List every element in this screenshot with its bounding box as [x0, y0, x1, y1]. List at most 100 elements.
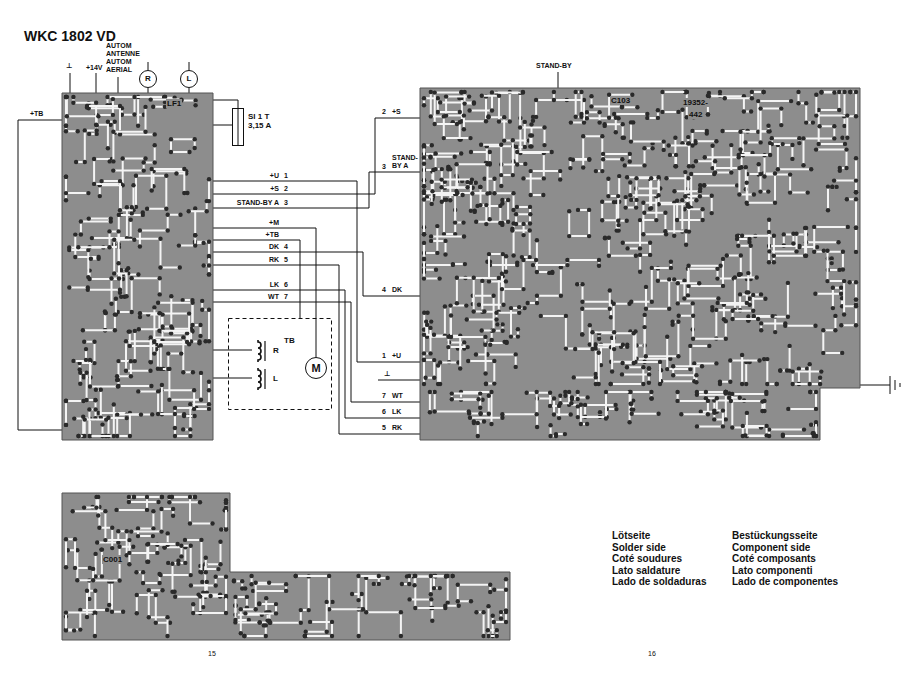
- solder-pad: [65, 114, 69, 118]
- solder-pad: [156, 500, 160, 504]
- solder-pad: [201, 605, 205, 609]
- solder-pad: [764, 424, 768, 428]
- solder-pad: [737, 153, 741, 157]
- solder-pad: [86, 275, 90, 279]
- solder-pad: [629, 402, 633, 406]
- pcb-trace: [457, 278, 485, 312]
- solder-pad: [128, 344, 132, 348]
- solder-pad: [674, 153, 678, 157]
- solder-pad: [531, 119, 535, 123]
- solder-pad: [193, 495, 197, 499]
- solder-pad: [819, 369, 823, 373]
- solder-pad: [770, 136, 774, 140]
- solder-pad: [116, 359, 120, 363]
- solder-pad: [603, 236, 607, 240]
- solder-pad: [590, 347, 594, 351]
- solder-pad: [749, 109, 753, 113]
- pcb-trace: [772, 138, 800, 144]
- solder-pad: [808, 362, 812, 366]
- solder-pad: [64, 124, 68, 128]
- solder-pad: [207, 388, 211, 392]
- solder-pad: [64, 175, 68, 179]
- solder-pad: [688, 367, 692, 371]
- solder-pad: [766, 189, 770, 193]
- solder-pad: [841, 267, 845, 271]
- solder-pad: [782, 232, 786, 236]
- solder-pad: [620, 105, 624, 109]
- solder-pad: [488, 217, 492, 221]
- coil-winding: [258, 368, 261, 390]
- solder-pad: [772, 254, 776, 258]
- solder-pad: [723, 390, 727, 394]
- solder-pad: [660, 90, 664, 94]
- solder-pad: [207, 407, 211, 411]
- solder-pad: [92, 361, 96, 365]
- solder-pad: [149, 335, 153, 339]
- solder-pad: [656, 279, 660, 283]
- solder-pad: [422, 184, 426, 188]
- pcb-trace: [489, 254, 506, 281]
- part-label: 442: [688, 110, 703, 119]
- solder-pad: [583, 403, 587, 407]
- pcb-trace: [102, 181, 134, 210]
- solder-pad: [149, 384, 153, 388]
- solder-pad: [833, 314, 837, 318]
- solder-pad: [802, 427, 806, 431]
- solder-pad: [758, 189, 762, 193]
- solder-pad: [697, 281, 701, 285]
- solder-pad: [528, 212, 532, 216]
- pcb-trace: [118, 278, 160, 312]
- solder-pad: [487, 279, 491, 283]
- solder-pad: [200, 299, 204, 303]
- pcb-trace: [66, 177, 88, 201]
- solder-pad: [844, 166, 848, 170]
- solder-pad: [480, 279, 484, 283]
- solder-pad: [484, 382, 488, 386]
- solder-pad: [151, 105, 155, 109]
- solder-pad: [715, 396, 719, 400]
- solder-pad: [729, 399, 733, 403]
- solder-pad: [93, 398, 97, 402]
- solder-pad: [96, 114, 100, 118]
- solder-pad: [429, 90, 433, 94]
- pcb-trace: [485, 179, 514, 210]
- solder-pad: [758, 106, 762, 110]
- solder-pad: [430, 202, 434, 206]
- pcb-trace: [481, 140, 513, 175]
- solder-pad: [614, 407, 618, 411]
- solder-pad: [472, 421, 476, 425]
- solder-pad: [721, 424, 725, 428]
- pcb-trace: [138, 391, 175, 428]
- solder-pad: [598, 410, 602, 414]
- solder-pad: [422, 232, 426, 236]
- solder-pad: [597, 120, 601, 124]
- pcb-trace: [572, 392, 588, 399]
- solder-pad: [608, 307, 612, 311]
- solder-pad: [531, 115, 535, 119]
- solder-pad: [116, 229, 120, 233]
- solder-pad: [422, 145, 426, 149]
- solder-pad: [574, 90, 578, 94]
- solder-pad: [422, 276, 426, 280]
- solder-pad: [88, 384, 92, 388]
- pcb-trace: [605, 238, 636, 256]
- part-label: LF1: [166, 99, 182, 108]
- solder-pad: [741, 424, 745, 428]
- solder-pad: [207, 263, 211, 267]
- solder-pad: [160, 588, 164, 592]
- solder-pad: [154, 621, 158, 625]
- solder-pad: [114, 312, 118, 316]
- solder-pad: [150, 167, 154, 171]
- solder-pad: [156, 412, 160, 416]
- solder-pad: [548, 434, 552, 438]
- pcb-trace: [183, 390, 209, 429]
- solder-pad: [495, 322, 499, 326]
- pcb-trace: [147, 544, 177, 562]
- solder-pad: [642, 211, 646, 215]
- solder-pad: [541, 193, 545, 197]
- solder-pad: [175, 542, 179, 546]
- pcb-trace: [603, 154, 630, 162]
- pcb-trace: [747, 174, 775, 203]
- solder-pad: [738, 292, 742, 296]
- solder-pad: [815, 245, 819, 249]
